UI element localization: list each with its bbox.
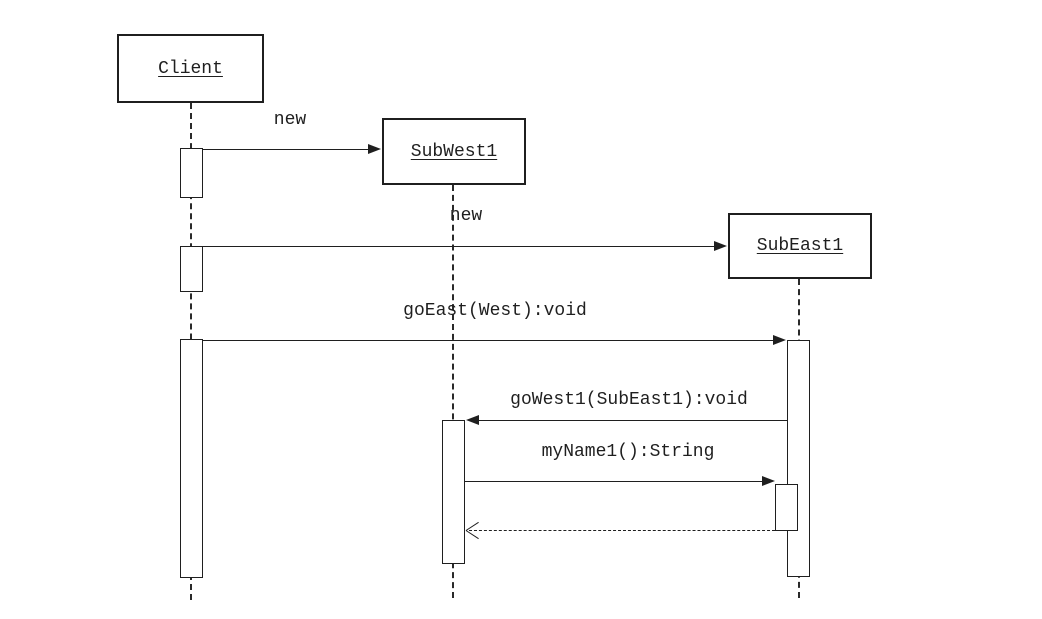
lifeline-subwest1 [452,185,454,598]
lifeline-head-subeast1: SubEast1 [728,213,872,279]
activation-bar-client-3 [180,339,203,578]
message-label-new-subeast1: new [449,206,483,226]
activation-bar-subwest1 [442,420,465,564]
arrowhead-icon [368,144,381,154]
message-label-myname1: myName1():String [541,442,715,462]
arrowhead-icon [773,335,786,345]
message-label-gowest1: goWest1(SubEast1):void [510,390,748,410]
activation-bar-subeast1-nested [775,484,798,531]
activation-bar-subeast1-main [787,340,810,577]
message-line-return [469,530,775,531]
activation-bar-client-1 [180,148,203,198]
object-name-subeast1: SubEast1 [756,236,844,256]
message-label-new-subwest1: new [273,110,307,130]
activation-bar-client-2 [180,246,203,292]
message-line-new-subwest1 [202,149,370,150]
message-line-gowest1 [478,420,787,421]
open-arrowhead-icon [465,530,479,540]
lifeline-head-client: Client [117,34,264,103]
lifeline-head-subwest1: SubWest1 [382,118,526,185]
message-label-goeast: goEast(West):void [403,301,587,321]
message-line-new-subeast1 [202,246,715,247]
object-name-client: Client [158,58,223,79]
arrowhead-icon [762,476,775,486]
arrowhead-icon [466,415,479,425]
message-line-myname1 [464,481,763,482]
object-name-subwest1: SubWest1 [410,141,498,162]
arrowhead-icon [714,241,727,251]
message-line-goeast [202,340,774,341]
